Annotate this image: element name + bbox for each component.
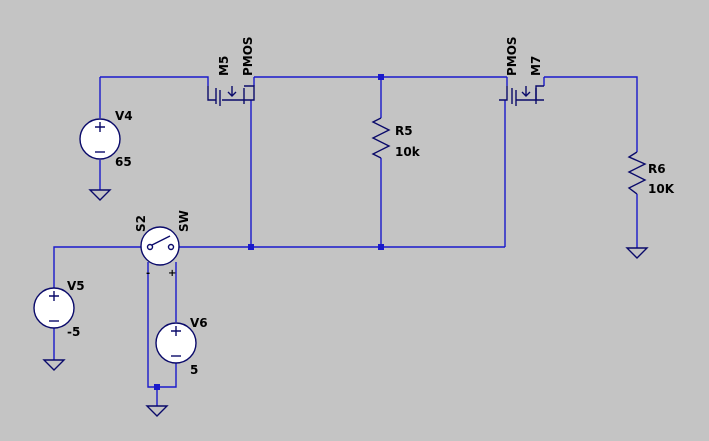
v4-name: V4 [115, 109, 133, 123]
s2-plus: + [168, 268, 176, 279]
m7-name: M7 [529, 56, 543, 76]
r5-name: R5 [395, 124, 413, 138]
m5-model: PMOS [241, 36, 255, 76]
ground-symbol [145, 405, 169, 417]
v6-value: 5 [190, 363, 198, 377]
m5-name: M5 [217, 56, 231, 76]
v4-source[interactable]: V4 65 [79, 109, 133, 169]
ground-symbol [42, 359, 66, 371]
junction-dot [154, 384, 160, 390]
r5-value: 10k [395, 145, 421, 159]
r6-resistor[interactable]: R6 10K [627, 151, 675, 196]
junctions [154, 74, 384, 390]
r6-value: 10K [648, 182, 675, 196]
v5-name: V5 [67, 279, 85, 293]
v6-name: V6 [190, 316, 208, 330]
s2-name: S2 [134, 215, 148, 232]
ground-symbol [625, 247, 649, 259]
junction-dot [378, 244, 384, 250]
v4-value: 65 [115, 155, 132, 169]
s2-model: SW [177, 210, 191, 232]
v5-source[interactable]: V5 -5 [33, 279, 85, 339]
r6-name: R6 [648, 162, 666, 176]
junction-dot [378, 74, 384, 80]
v6-source[interactable]: V6 5 [155, 316, 208, 377]
junction-dot [248, 244, 254, 250]
m7-model: PMOS [505, 36, 519, 76]
wires [53, 76, 638, 406]
s2-switch[interactable]: - + S2 SW [134, 210, 191, 279]
m5-pmos[interactable]: M5 PMOS [207, 36, 255, 106]
ground-symbol [88, 189, 112, 201]
s2-minus: - [146, 268, 150, 279]
r5-resistor[interactable]: R5 10k [371, 117, 421, 159]
v5-value: -5 [67, 325, 80, 339]
m7-pmos[interactable]: PMOS M7 [499, 36, 544, 106]
